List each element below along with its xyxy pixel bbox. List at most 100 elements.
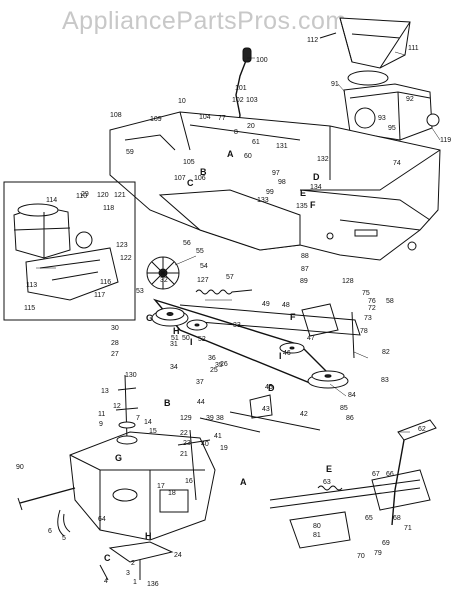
callout-89: 89 xyxy=(300,278,308,285)
callout-70: 70 xyxy=(357,553,365,560)
callout-60: 60 xyxy=(244,153,252,160)
callout-49: 49 xyxy=(262,301,270,308)
pulley-idler[interactable] xyxy=(186,319,208,331)
callout-46: 46 xyxy=(283,350,291,357)
callout-92: 92 xyxy=(406,96,414,103)
callout-52: 52 xyxy=(198,336,206,343)
ref-letter-A: A xyxy=(240,477,247,487)
callout-90: 90 xyxy=(16,464,24,471)
callout-131: 131 xyxy=(276,143,288,150)
callout-83: 83 xyxy=(381,377,389,384)
callout-27: 27 xyxy=(111,351,119,358)
callout-82: 82 xyxy=(382,349,390,356)
callout-87: 87 xyxy=(301,266,309,273)
callout-41: 41 xyxy=(214,433,222,440)
callout-123: 123 xyxy=(116,242,128,249)
callout-6: 6 xyxy=(48,528,52,535)
callout-1: 1 xyxy=(133,579,137,586)
callout-79: 79 xyxy=(374,550,382,557)
callout-11: 11 xyxy=(98,411,105,418)
callout-80: 80 xyxy=(313,523,321,530)
rod-43 xyxy=(229,411,321,431)
callout-105: 105 xyxy=(183,159,195,166)
callout-36: 36 xyxy=(208,355,216,362)
callout-71: 71 xyxy=(404,525,412,532)
ref-letter-E: E xyxy=(300,188,306,198)
callout-75: 75 xyxy=(362,290,370,297)
transmission[interactable] xyxy=(17,431,216,541)
callout-120: 120 xyxy=(97,192,109,199)
pedal-assembly[interactable] xyxy=(269,419,437,549)
callout-25: 25 xyxy=(210,367,218,374)
callout-64: 64 xyxy=(98,516,106,523)
callout-128: 128 xyxy=(342,278,354,285)
callout-117: 117 xyxy=(94,292,105,299)
callout-43: 43 xyxy=(262,406,270,413)
callout-107: 107 xyxy=(174,175,186,182)
callout-134: 134 xyxy=(310,184,322,191)
callout-3: 3 xyxy=(126,570,130,577)
shift-linkage xyxy=(115,374,211,501)
ref-letter-I: I xyxy=(279,351,282,361)
callout-91: 91 xyxy=(331,81,339,88)
callout-9: 9 xyxy=(99,421,103,428)
callout-61: 61 xyxy=(252,139,260,146)
discharge-chute[interactable] xyxy=(339,17,411,86)
callout-76: 76 xyxy=(368,298,376,305)
callout-103: 103 xyxy=(246,97,258,104)
callout-121: 121 xyxy=(114,192,126,199)
pulley-center[interactable] xyxy=(279,342,305,354)
callout-20: 20 xyxy=(247,123,255,130)
watermark-text: AppliancePartsPros.com xyxy=(62,7,347,35)
callout-99: 99 xyxy=(266,189,274,196)
bolt-112 xyxy=(319,32,337,39)
leader-lines xyxy=(36,51,441,433)
callout-68: 68 xyxy=(393,515,401,522)
pulley-transmission[interactable] xyxy=(307,370,349,389)
callout-59: 59 xyxy=(126,149,134,156)
ref-letter-C: C xyxy=(104,553,111,563)
callout-22: 22 xyxy=(180,430,188,437)
callout-114: 114 xyxy=(46,197,57,204)
callout-7: 7 xyxy=(136,415,140,422)
ref-letter-F: F xyxy=(290,312,296,322)
pulley-engine[interactable] xyxy=(151,307,189,327)
rod-74 xyxy=(351,311,355,359)
spring-57 xyxy=(195,289,253,295)
callout-35: 35 xyxy=(215,362,223,369)
cooling-fan[interactable] xyxy=(146,256,180,290)
callout-45: 45 xyxy=(265,384,273,391)
main-frame xyxy=(109,111,441,261)
callout-133: 133 xyxy=(257,197,269,204)
callout-54: 54 xyxy=(200,263,208,270)
callout-129: 129 xyxy=(180,415,192,422)
ref-letter-B: B xyxy=(164,398,171,408)
callout-93: 93 xyxy=(378,115,386,122)
callout-100: 100 xyxy=(256,57,268,64)
rod-42 xyxy=(199,417,261,433)
callout-119: 119 xyxy=(440,137,451,144)
ref-letter-H: H xyxy=(173,326,180,336)
callout-127: 127 xyxy=(197,277,209,284)
callout-18: 18 xyxy=(168,490,176,497)
callout-28: 28 xyxy=(111,340,119,347)
callout-85: 85 xyxy=(340,405,348,412)
callout-98: 98 xyxy=(278,179,286,186)
callout-67: 67 xyxy=(372,471,380,478)
callout-16: 16 xyxy=(185,478,193,485)
callout-42: 42 xyxy=(300,411,308,418)
callout-29: 29 xyxy=(81,191,89,198)
ref-letter-B: B xyxy=(200,167,207,177)
callout-132: 132 xyxy=(317,156,329,163)
callout-58: 58 xyxy=(386,298,394,305)
callout-38: 38 xyxy=(216,415,224,422)
callout-78: 78 xyxy=(360,328,368,335)
ref-letter-E: E xyxy=(326,464,332,474)
callout-112: 112 xyxy=(307,37,318,44)
callout-57: 57 xyxy=(226,274,234,281)
callout-69: 69 xyxy=(382,540,390,547)
callout-33: 33 xyxy=(233,322,241,329)
callout-95: 95 xyxy=(388,125,396,132)
callout-118: 118 xyxy=(103,205,114,212)
